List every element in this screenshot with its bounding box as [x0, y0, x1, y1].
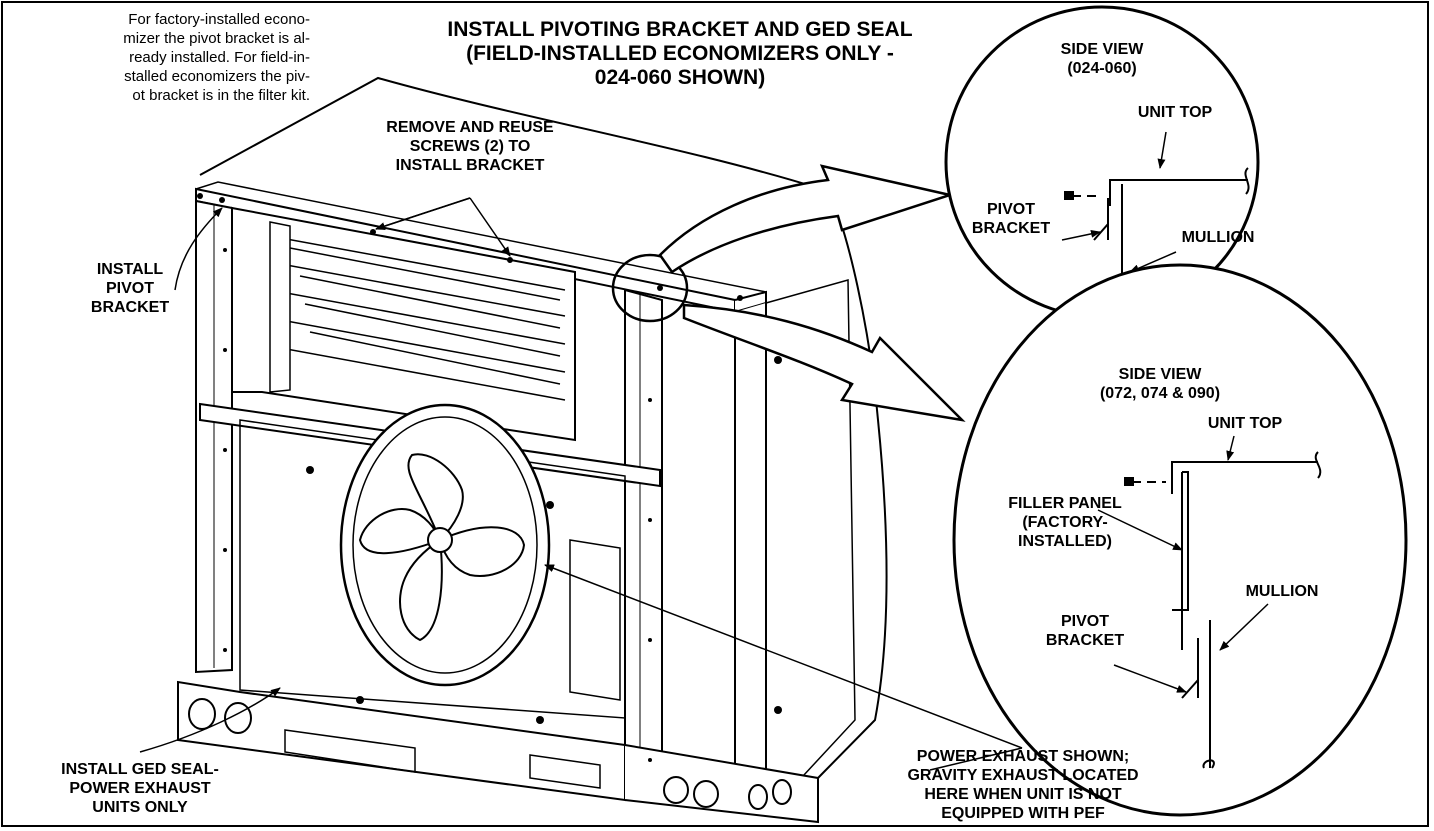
side-view-1-drawing [1072, 167, 1250, 297]
side-view-2-filler-line-1: FILLER PANEL [1008, 495, 1122, 512]
callout-install-pivot-line-2: PIVOT [105, 280, 154, 297]
callout-power-exhaust-line-4: EQUIPPED WITH PEF [941, 805, 1105, 822]
callout-power-exhaust: POWER EXHAUST SHOWN; GRAVITY EXHAUST LOC… [898, 747, 1148, 823]
note-line-4: stalled economizers the piv- [124, 68, 310, 85]
cover-outline [199, 76, 888, 779]
side-view-1-title: SIDE VIEW (024-060) [1042, 40, 1162, 78]
side-view-1-title-line-2: (024-060) [1067, 60, 1137, 77]
damper-blades [269, 235, 566, 401]
side-view-1-screw [1064, 191, 1074, 200]
detail-circle [611, 253, 689, 323]
detail-arrow-lower [682, 303, 966, 422]
side-view-2-filler-line-3: INSTALLED) [1018, 533, 1112, 550]
callout-remove-screws-line-1: REMOVE AND REUSE [386, 119, 554, 136]
callout-remove-screws-line-2: SCREWS (2) TO [409, 138, 531, 155]
figure-title: INSTALL PIVOTING BRACKET AND GED SEAL (F… [360, 18, 1000, 90]
title-line-3: 024-060 SHOWN) [594, 66, 766, 89]
leader-ged-seal [139, 687, 281, 753]
fan-blades [358, 453, 526, 642]
callout-install-ged-line-3: UNITS ONLY [92, 799, 188, 816]
callout-remove-screws-line-3: INSTALL BRACKET [395, 157, 545, 174]
side-view-1-pivot-line-2: BRACKET [971, 220, 1051, 237]
side-view-1-unit-top: UNIT TOP [1137, 104, 1213, 121]
note-line-3: ready installed. For field-in- [129, 49, 310, 66]
side-view-2-pivot-line-1: PIVOT [1060, 613, 1109, 630]
note-line-1: For factory-installed econo- [128, 11, 310, 28]
side-view-2-title-line-1: SIDE VIEW [1118, 366, 1202, 383]
side-view-1-title-line-1: SIDE VIEW [1060, 41, 1144, 58]
title-line-1: INSTALL PIVOTING BRACKET AND GED SEAL [447, 18, 913, 41]
callout-power-exhaust-line-2: GRAVITY EXHAUST LOCATED [907, 767, 1139, 784]
side-view-2-circle [952, 263, 1408, 817]
access-plate [569, 539, 621, 701]
title-line-2: (FIELD-INSTALLED ECONOMIZERS ONLY - [466, 42, 894, 65]
side-view-2-screw [1124, 477, 1134, 486]
side-view-2-filler-panel: FILLER PANEL (FACTORY- INSTALLED) [990, 494, 1140, 551]
callout-power-exhaust-line-3: HERE WHEN UNIT IS NOT [924, 786, 1122, 803]
side-view-2-title-line-2: (072, 074 & 090) [1099, 385, 1221, 402]
callout-install-ged-line-2: POWER EXHAUST [69, 780, 211, 797]
side-view-1-pivot-bracket: PIVOT BRACKET [966, 200, 1056, 238]
leader-power-exhaust [544, 564, 1023, 749]
unit-side-panel [734, 303, 767, 802]
side-view-2-filler-line-2: (FACTORY- [1022, 514, 1108, 531]
callout-install-pivot-line-3: BRACKET [90, 299, 170, 316]
note-line-5: ot bracket is in the filter kit. [132, 87, 310, 104]
callout-install-ged-seal: INSTALL GED SEAL- POWER EXHAUST UNITS ON… [40, 760, 240, 817]
callout-power-exhaust-line-1: POWER EXHAUST SHOWN; [916, 748, 1130, 765]
install-note: For factory-installed econo- mizer the p… [10, 10, 310, 105]
side-view-2-pivot-bracket: PIVOT BRACKET [1040, 612, 1130, 650]
callout-install-pivot-line-1: INSTALL [96, 261, 164, 278]
note-line-2: mizer the pivot bracket is al- [123, 30, 310, 47]
side-view-2-title: SIDE VIEW (072, 074 & 090) [1080, 365, 1240, 403]
callout-install-pivot: INSTALL PIVOT BRACKET [80, 260, 180, 317]
side-view-1-mullion: MULLION [1181, 229, 1255, 246]
detail-arrow-upper [658, 164, 955, 274]
side-view-2-drawing [1132, 451, 1322, 769]
side-view-2-mullion: MULLION [1245, 583, 1319, 600]
side-view-1-pivot-line-1: PIVOT [986, 201, 1035, 218]
side-view-2-unit-top: UNIT TOP [1207, 415, 1283, 432]
leader-install-pivot [174, 207, 223, 291]
side-view-2-pivot-line-2: BRACKET [1045, 632, 1125, 649]
callout-install-ged-line-1: INSTALL GED SEAL- [61, 761, 219, 778]
mullion-column [624, 288, 663, 798]
callout-remove-screws: REMOVE AND REUSE SCREWS (2) TO INSTALL B… [370, 118, 570, 175]
